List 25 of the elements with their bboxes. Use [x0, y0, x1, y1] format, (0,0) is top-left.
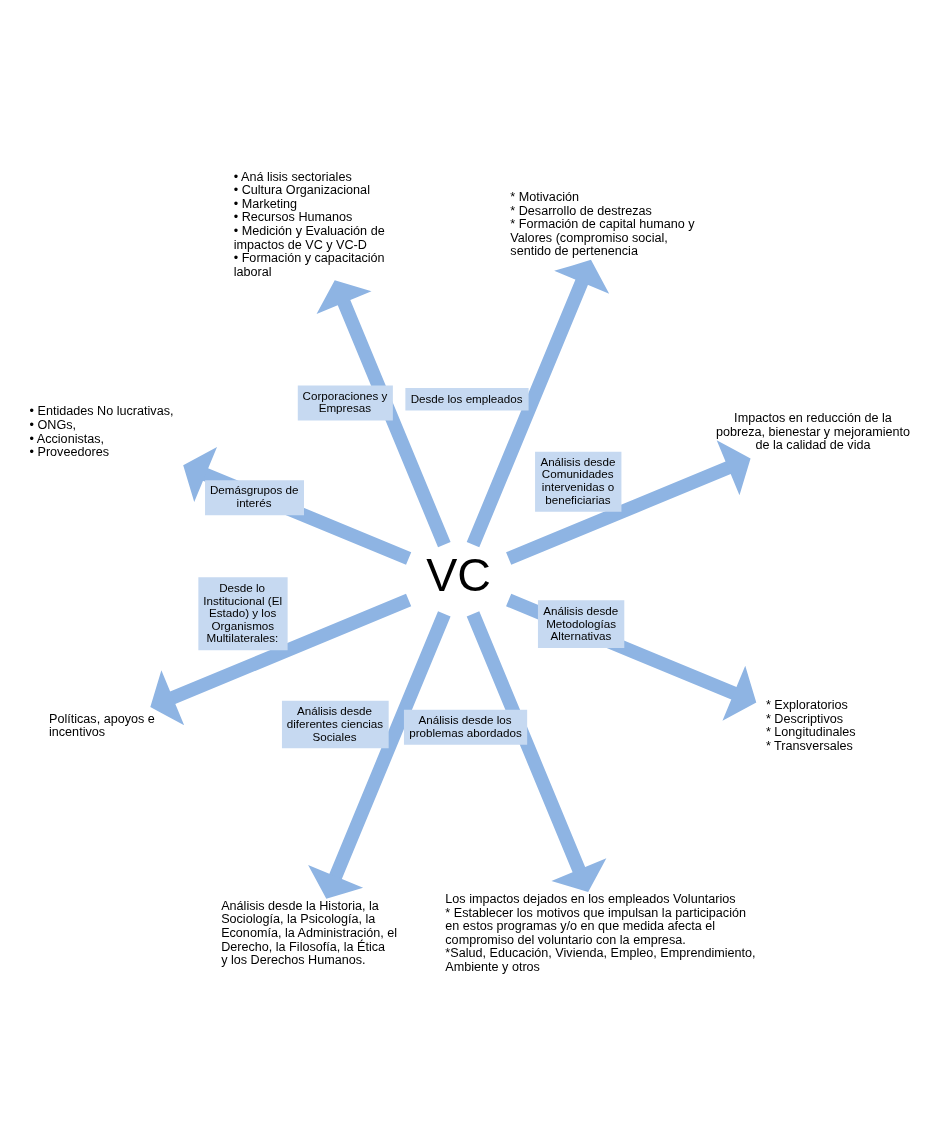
node-text: • Entidades No lucrativas, • ONGs, • Accionistas, • Proveedores — [29, 404, 174, 460]
node-text: * Exploratorios * Descriptivos * Longitudinales * Transversales — [765, 697, 856, 753]
node-text: Impactos en reducción de la pobreza, bienestar y mejoramiento de la calidad de vida — [715, 411, 911, 453]
arrow — [506, 593, 757, 721]
node-text: Los impactos dejados en los empleados Voluntarios * Establecer los motivos que impulsan la participación en estos programas y/o en que medida afecta el compromiso del voluntario con la empresa. *Salud, Educación, Vivienda, Empleo, Emprendimiento, Ambiente y otros — [445, 891, 756, 974]
node-text: • Aná lisis sectoriales • Cultura Organizacional • Marketing • Recursos Humanos • Medición y Evaluación de impactos de VC y VC-D • Formación y capacitación laboral — [233, 169, 385, 279]
edge-label: Análisis desde diferentes ciencias Sociales — [286, 704, 384, 743]
arrow — [308, 611, 451, 899]
edge-label: Desde los empleados — [410, 391, 523, 405]
edge-label: Análisis desde Metodologías Alternativas — [543, 604, 619, 643]
arrow — [466, 611, 607, 892]
edge-label: Análisis desde Comunidades intervenidas o beneficiarias — [540, 454, 616, 506]
arrow — [150, 593, 412, 726]
edge-label: Corporaciones y Empresas — [302, 388, 388, 415]
arrow — [316, 280, 451, 548]
edge-label: Demásgrupos de interés — [209, 483, 299, 510]
node-text: VC — [426, 548, 491, 601]
arrow — [506, 440, 751, 565]
node-text: * Motivación * Desarrollo de destrezas * Formación de capital humano y Valores (compromiso social, sentido de pertenencia — [510, 190, 695, 259]
edge-label: Análisis desde los problemas abordados — [409, 712, 522, 739]
edge-label: Desde lo Institucional (El Estado) y los Organismos Multilaterales: — [203, 581, 283, 645]
node-text: Análisis desde la Historia, la Sociología, la Psicología, la Economía, la Administración, el Derecho, la Filosofía, la Ética y los Derechos Humanos. — [221, 898, 398, 968]
arrow — [183, 447, 412, 565]
arrow — [466, 259, 610, 548]
node-text: Políticas, apoyos e incentivos — [48, 711, 155, 740]
